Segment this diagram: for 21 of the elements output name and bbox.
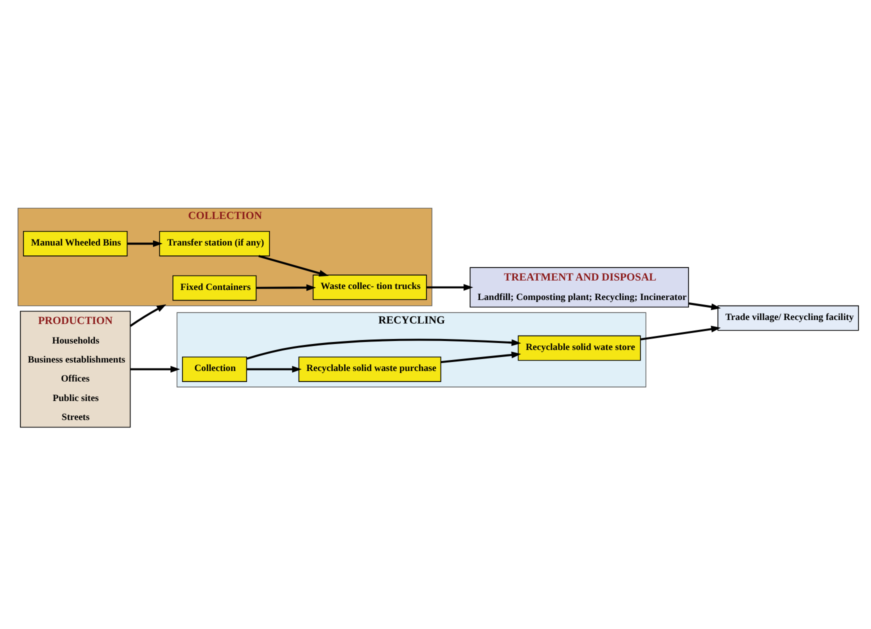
arrow xyxy=(640,325,721,340)
node-box: Recyclable solid wate store xyxy=(518,334,641,360)
node-box: Fixed Containers xyxy=(172,274,257,300)
arrow xyxy=(256,284,316,290)
node-box: Trade village/ Recycling facility xyxy=(717,304,859,330)
arrow xyxy=(688,302,721,310)
arrow xyxy=(127,240,163,247)
arrow xyxy=(246,365,302,372)
node-box: Waste collec- tion trucks xyxy=(312,274,427,300)
node-box: Transfer station (if any) xyxy=(159,230,270,256)
node-box: PRODUCTION Households Business establishments Offices Public sites Streets xyxy=(20,310,131,428)
arrow xyxy=(246,338,522,360)
node-box: Collection xyxy=(182,356,248,382)
node-box: Manual Wheeled Bins xyxy=(23,230,128,256)
arrow xyxy=(130,365,180,372)
arrow xyxy=(426,284,474,290)
arrow xyxy=(258,254,329,276)
node-box: Recyclable solid waste purchase xyxy=(298,356,442,382)
arrow xyxy=(440,351,522,363)
arrow xyxy=(130,304,166,326)
node-box: TREATMENT AND DISPOSAL Landfill; Composting plant; Recycling; Incinerator xyxy=(470,266,689,308)
